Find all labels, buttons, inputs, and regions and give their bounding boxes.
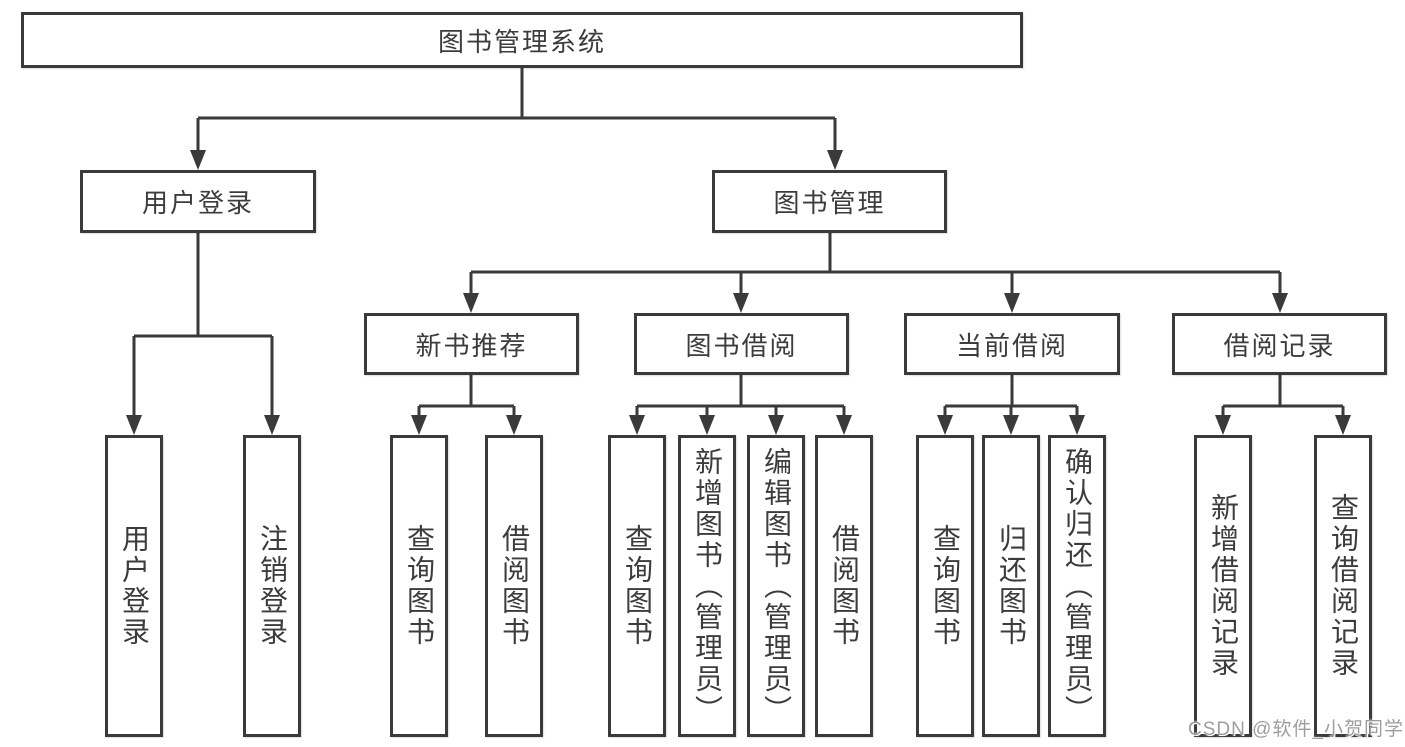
node-new-books: 新书推荐 bbox=[364, 313, 579, 375]
leaf-borrow-edit-label: 编辑图书（管理员） bbox=[761, 446, 792, 726]
node-root: 图书管理系统 bbox=[21, 12, 1023, 68]
leaf-borrow-add-label: 新增图书（管理员） bbox=[692, 446, 723, 726]
leaf-logout: 注销登录 bbox=[243, 435, 301, 737]
leaf-newbooks-borrow: 借阅图书 bbox=[485, 435, 543, 737]
leaf-borrow-edit: 编辑图书（管理员） bbox=[747, 435, 805, 737]
node-book-management: 图书管理 bbox=[712, 170, 947, 233]
leaf-newbooks-query: 查询图书 bbox=[390, 435, 448, 737]
node-user-login: 用户登录 bbox=[80, 170, 316, 233]
leaf-borrow-add: 新增图书（管理员） bbox=[678, 435, 736, 737]
node-book-borrow: 图书借阅 bbox=[634, 313, 849, 375]
leaf-records-query-label: 查询借阅记录 bbox=[1328, 493, 1359, 679]
leaf-records-add-label: 新增借阅记录 bbox=[1208, 493, 1239, 679]
leaf-records-add: 新增借阅记录 bbox=[1194, 435, 1252, 737]
leaf-borrow-borrow: 借阅图书 bbox=[815, 435, 873, 737]
connector-paths bbox=[132, 68, 1345, 422]
csdn-watermark: CSDN @软件_小贺同学 bbox=[1188, 719, 1404, 740]
leaf-current-query: 查询图书 bbox=[916, 435, 974, 737]
leaf-current-query-label: 查询图书 bbox=[930, 524, 961, 648]
node-current-borrow: 当前借阅 bbox=[904, 313, 1120, 375]
leaf-current-confirm: 确认归还（管理员） bbox=[1048, 435, 1106, 737]
node-borrow-records: 借阅记录 bbox=[1172, 313, 1387, 375]
leaf-newbooks-borrow-label: 借阅图书 bbox=[499, 524, 530, 648]
leaf-current-confirm-label: 确认归还（管理员） bbox=[1062, 446, 1093, 726]
leaf-records-query: 查询借阅记录 bbox=[1314, 435, 1372, 737]
leaf-user-login-label: 用户登录 bbox=[119, 524, 150, 648]
leaf-user-login: 用户登录 bbox=[105, 435, 163, 737]
leaf-borrow-borrow-label: 借阅图书 bbox=[829, 524, 860, 648]
arrowheads bbox=[126, 150, 1351, 435]
leaf-borrow-query: 查询图书 bbox=[608, 435, 666, 737]
leaf-current-return: 归还图书 bbox=[982, 435, 1040, 737]
leaf-current-return-label: 归还图书 bbox=[996, 524, 1027, 648]
leaf-newbooks-query-label: 查询图书 bbox=[404, 524, 435, 648]
leaf-borrow-query-label: 查询图书 bbox=[622, 524, 653, 648]
leaf-logout-label: 注销登录 bbox=[257, 524, 288, 648]
